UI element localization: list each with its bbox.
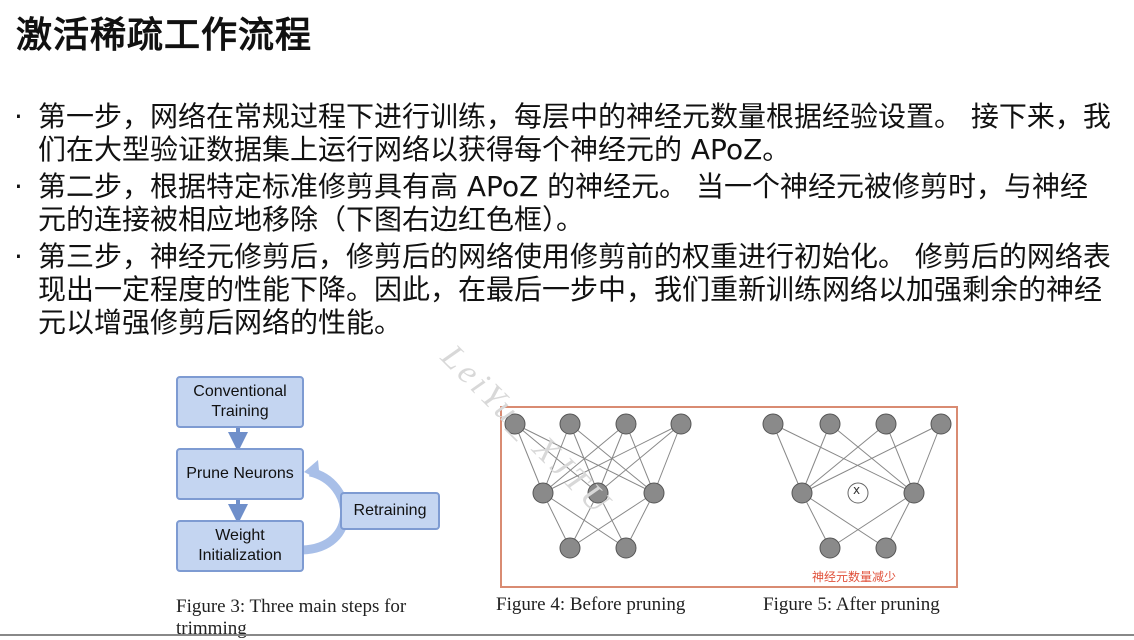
bullet-step-1: · 第一步，网络在常规过程下进行训练，每层中的神经元数量根据经验设置。 接下来，… bbox=[14, 100, 1114, 166]
after-nodes bbox=[762, 413, 952, 559]
neuron-reduction-annotation: 神经元数量减少 bbox=[812, 570, 897, 584]
figure-3-caption: Figure 3: Three main steps for trimming bbox=[176, 596, 407, 639]
bullet-text: 第二步，根据特定标准修剪具有高 APoZ 的神经元。 当一个神经元被修剪时，与神… bbox=[38, 170, 1089, 236]
bullet-dot: · bbox=[14, 240, 23, 273]
bullet-list: · 第一步，网络在常规过程下进行训练，每层中的神经元数量根据经验设置。 接下来，… bbox=[14, 100, 1114, 343]
box-retraining: Retraining bbox=[340, 492, 440, 530]
figure-5-caption: Figure 5: After pruning bbox=[763, 594, 940, 615]
bullet-step-2: · 第二步，根据特定标准修剪具有高 APoZ 的神经元。 当一个神经元被修剪时，… bbox=[14, 170, 1114, 236]
bullet-dot: · bbox=[14, 170, 23, 203]
figure-3-flowchart: Conventional Training Prune Neurons Weig… bbox=[170, 372, 450, 582]
pruned-node-mark: x bbox=[853, 483, 861, 497]
box-prune-neurons: Prune Neurons bbox=[176, 448, 304, 500]
box-conventional-training: Conventional Training bbox=[176, 376, 304, 428]
bullet-dot: · bbox=[14, 100, 23, 133]
loop-arrow-head bbox=[304, 460, 320, 480]
before-nodes bbox=[504, 413, 692, 559]
page-title: 激活稀疏工作流程 bbox=[16, 15, 313, 56]
bottom-divider bbox=[0, 634, 1134, 636]
bullet-step-3: · 第三步，神经元修剪后，修剪后的网络使用修剪前的权重进行初始化。 修剪后的网络… bbox=[14, 240, 1114, 339]
figure-4-5-frame: x 神经元数量减少 bbox=[500, 406, 958, 588]
pruned-node bbox=[847, 482, 869, 504]
bullet-text: 第三步，神经元修剪后，修剪后的网络使用修剪前的权重进行初始化。 修剪后的网络表现… bbox=[38, 240, 1111, 339]
network-diagrams bbox=[500, 406, 958, 588]
red-frame bbox=[500, 406, 958, 588]
figure-4-caption: Figure 4: Before pruning bbox=[496, 594, 686, 615]
loop-arrow bbox=[301, 467, 350, 555]
bullet-text: 第一步，网络在常规过程下进行训练，每层中的神经元数量根据经验设置。 接下来，我们… bbox=[38, 100, 1111, 166]
box-weight-initialization: Weight Initialization bbox=[176, 520, 304, 572]
